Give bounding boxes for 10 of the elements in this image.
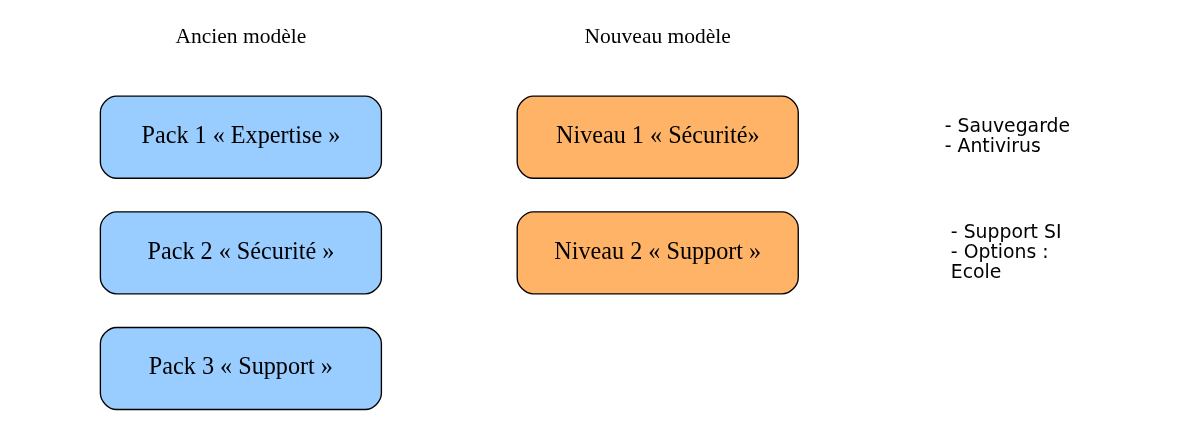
node-box: Niveau 2 « Support » [516,211,799,295]
label: Ancien modèle [175,23,307,48]
node-box: Niveau 1 « Sécurité» [516,95,799,179]
node-box: Pack 2 « Sécurité » [99,211,383,295]
label: Nouveau modèle [584,23,731,48]
node-box: Pack 3 « Support » [99,326,383,411]
node-label: - Sauvegarde [944,115,1071,137]
node-box: Pack 1 « Expertise » [99,95,383,179]
node-label: - Support SI [950,220,1062,242]
node-label: - Antivirus [944,135,1041,157]
